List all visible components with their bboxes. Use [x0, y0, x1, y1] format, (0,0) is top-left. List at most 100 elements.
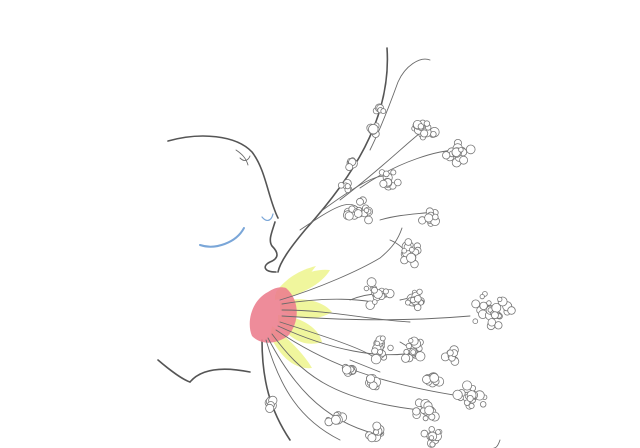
alveolus [368, 123, 379, 135]
alveolus [446, 349, 454, 357]
alveolus [371, 347, 379, 355]
alveolus [420, 129, 429, 138]
alveoli-lobules [264, 103, 516, 448]
alveolus [507, 306, 516, 315]
alveolus [406, 252, 417, 263]
alveoli-lobule [365, 373, 382, 391]
alveolus [491, 302, 502, 313]
alveolus [408, 338, 414, 344]
alveolus [429, 441, 436, 448]
alveoli-lobule [342, 196, 374, 225]
alveolus [466, 394, 474, 402]
alveolus [366, 374, 376, 384]
alveolus [416, 288, 423, 295]
alveolus [367, 433, 377, 443]
alveolus [429, 373, 440, 383]
alveolus [442, 151, 451, 160]
alveolus [428, 435, 435, 441]
alveolus [353, 209, 363, 218]
alveolus [490, 311, 499, 320]
alveolus [458, 147, 464, 153]
alveolus [265, 403, 275, 413]
alveolus [430, 130, 437, 138]
alveolus [342, 365, 352, 375]
alveolus [356, 197, 364, 206]
alveolus [390, 169, 397, 176]
alveoli-lobule [442, 138, 476, 168]
alveolus [487, 318, 496, 327]
alveolus [480, 401, 487, 408]
alveolus [387, 344, 394, 352]
alveoli-lobule [264, 395, 278, 413]
alveoli-lobule [366, 122, 380, 138]
alveolus [417, 123, 425, 130]
alveolus [345, 163, 354, 172]
alveolus [408, 246, 415, 253]
alveolus [382, 288, 389, 295]
alveoli-lobule [345, 157, 358, 172]
alveoli-lobule [370, 335, 394, 365]
alveoli-lobule [363, 277, 395, 310]
alveoli-lobule [422, 372, 445, 388]
alveolus [422, 415, 429, 422]
alveolus [404, 299, 411, 306]
alveolus [380, 108, 387, 114]
alveolus [379, 335, 386, 342]
alveolus [366, 277, 377, 288]
infant-eye [199, 213, 274, 248]
alveolus [452, 389, 463, 400]
alveolus [363, 285, 370, 292]
alveolus [423, 120, 431, 127]
alveolus [370, 353, 382, 365]
alveolus [401, 248, 408, 254]
alveolus [371, 299, 378, 305]
alveolus [379, 179, 388, 188]
alveolus [405, 342, 412, 350]
alveolus [330, 414, 341, 425]
alveolus [459, 155, 469, 165]
alveolus [377, 348, 384, 355]
alveolus [424, 405, 434, 416]
alveolus [364, 215, 373, 225]
alveolus [344, 183, 351, 190]
alveolus [471, 299, 481, 309]
alveolus [410, 349, 417, 356]
alveolus [337, 182, 345, 189]
alveolus [479, 301, 488, 311]
alveoli-lobule [404, 288, 425, 312]
alveolus [393, 178, 402, 187]
alveolus [468, 402, 475, 409]
alveoli-lobule [420, 426, 443, 448]
alveoli-lobule [411, 119, 440, 141]
alveolus [412, 407, 421, 416]
alveolus [431, 213, 439, 221]
alveoli-lobule [471, 291, 516, 331]
alveolus [465, 144, 476, 155]
alveoli-lobule [372, 103, 387, 115]
alveoli-lobule [440, 345, 460, 366]
alveolus [363, 207, 370, 213]
alveolus [382, 170, 390, 178]
alveoli-lobule [400, 238, 422, 269]
alveolus [462, 380, 473, 391]
alveolus [435, 429, 441, 435]
alveolus [497, 296, 503, 302]
alveolus [371, 286, 378, 294]
alveoli-lobule [452, 380, 488, 410]
infant-head [157, 135, 279, 383]
alveoli-lobule [412, 398, 440, 422]
alveolus [372, 421, 382, 431]
alveoli-lobule [378, 169, 402, 191]
alveolus [401, 353, 411, 363]
alveoli-lobule [418, 207, 440, 227]
alveoli-lobule [401, 336, 426, 363]
alveolus [374, 340, 380, 347]
alveolus [424, 213, 434, 223]
alveolus [413, 294, 422, 303]
milk-ducts [265, 129, 471, 441]
alveolus [422, 374, 432, 384]
alveolus [404, 238, 413, 246]
alveolus [472, 318, 479, 325]
alveoli-lobule [341, 363, 357, 377]
